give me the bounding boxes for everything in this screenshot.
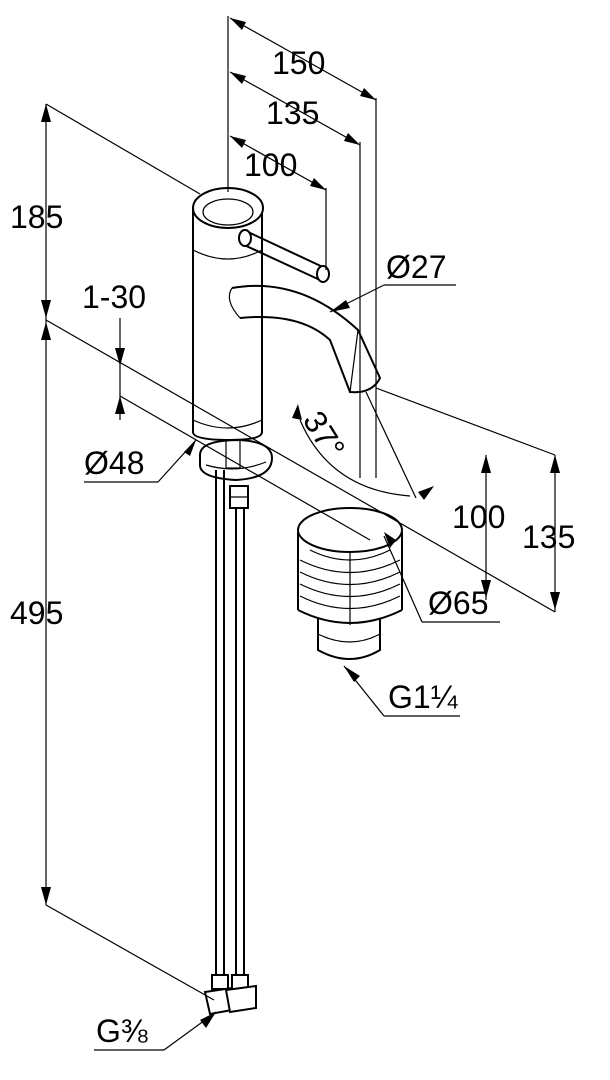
dim-angle-37: 37° (296, 405, 352, 465)
dim-135-top: 135 (266, 95, 319, 131)
dimension-lines (41, 16, 560, 1051)
dim-495: 495 (10, 595, 63, 631)
faucet-body (192, 187, 382, 509)
dim-100-top: 100 (244, 147, 297, 183)
dim-185: 185 (10, 199, 63, 235)
dimension-labels: 150 135 100 185 1-30 Ø48 495 Ø27 37° 100… (10, 45, 575, 1049)
dim-100-right: 100 (452, 499, 505, 535)
pop-up-waste (297, 507, 403, 660)
dim-135-right: 135 (522, 519, 575, 555)
dim-150: 150 (272, 45, 325, 81)
dim-thread-g1-1-4: G1¼ (388, 679, 459, 715)
dim-1-30: 1-30 (82, 279, 146, 315)
dim-diameter-27: Ø27 (386, 249, 446, 285)
dim-diameter-48: Ø48 (84, 445, 144, 481)
supply-hoses (203, 470, 257, 1016)
dim-thread-g3-8: G⅜ (96, 1013, 148, 1049)
dim-diameter-65: Ø65 (428, 585, 488, 621)
